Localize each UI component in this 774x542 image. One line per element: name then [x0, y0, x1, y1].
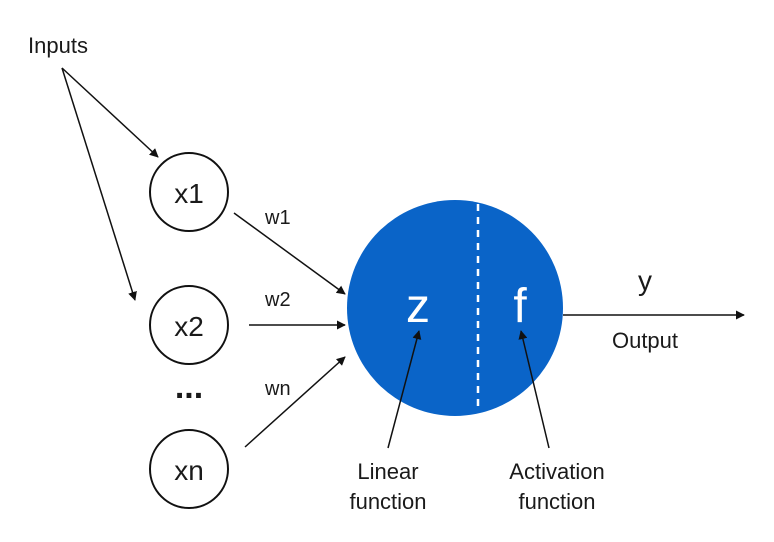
- weight-wn: wn: [264, 378, 291, 400]
- input-node-x1-label: x1: [174, 178, 204, 209]
- output-label: Output: [612, 328, 678, 353]
- weight-w2: w2: [264, 289, 291, 311]
- inputs-arrow-to-x2: [61, 67, 137, 301]
- input-node-x2-label: x2: [174, 311, 204, 342]
- inputs-arrow-to-x1: [61, 67, 159, 158]
- activation-symbol: f: [513, 280, 527, 333]
- input-node-x1: x1: [149, 152, 229, 232]
- activation-annotation-arrow: [518, 330, 550, 449]
- linear-annotation-line1: Linear: [357, 459, 418, 484]
- connection-wn: [244, 356, 346, 448]
- input-node-x2: x2: [149, 285, 229, 365]
- weight-w1: w1: [264, 207, 291, 229]
- neuron: z f: [347, 200, 563, 416]
- input-node-xn-label: xn: [174, 455, 204, 486]
- inputs-label: Inputs: [28, 33, 88, 58]
- linear-annotation-line2: function: [349, 489, 426, 514]
- output-symbol: y: [638, 265, 652, 296]
- input-node-xn: xn: [149, 429, 229, 509]
- neuron-body: [347, 200, 563, 416]
- linear-symbol: z: [406, 280, 430, 333]
- ellipsis: ...: [175, 368, 203, 406]
- activation-annotation-line1: Activation: [509, 459, 604, 484]
- connection-w1: [233, 212, 346, 295]
- linear-annotation-arrow: [387, 330, 422, 449]
- activation-annotation-line2: function: [518, 489, 595, 514]
